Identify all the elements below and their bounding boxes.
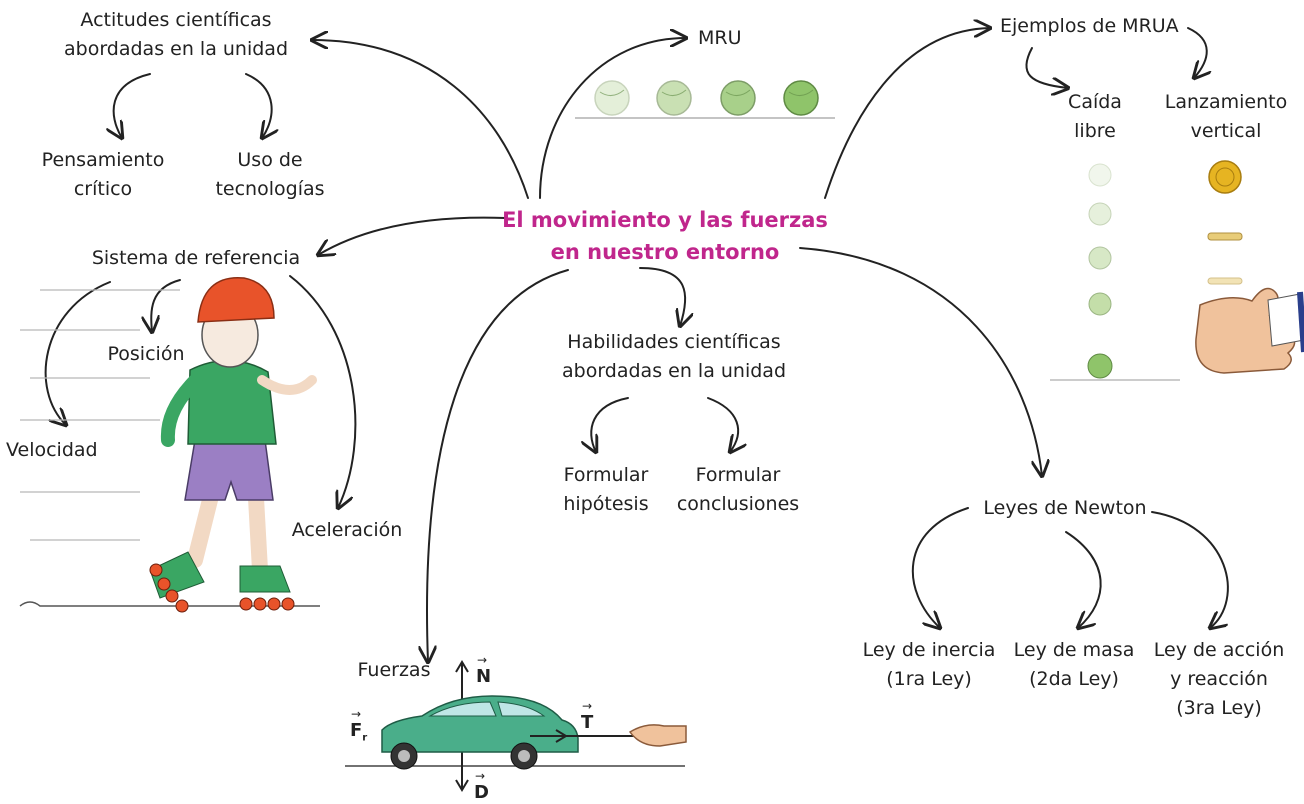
vector-f-subscript: r [362, 732, 368, 744]
actitudes-title-line-1: Actitudes científicas [80, 9, 272, 31]
velocidad-node: Velocidad [6, 439, 98, 461]
arrow-to-mrua [824, 28, 990, 199]
fuerzas-title: Fuerzas [357, 659, 431, 681]
arrow-to-aceleracion [289, 275, 357, 508]
habilidades-title-line-1: Habilidades científicas [567, 331, 781, 353]
pensamiento-line-1: Pensamiento [41, 149, 165, 171]
arrow-to-habilidades [639, 267, 685, 326]
leyes-newton-title: Leyes de Newton [983, 497, 1147, 519]
vector-t-label: T [581, 699, 593, 733]
pensamiento-critico-node: Pensamiento crítico [42, 146, 165, 204]
arrow-to-posicion [151, 279, 181, 332]
caida-libre-balls [1050, 163, 1180, 381]
actitudes-title: Actitudes científicas abordadas en la un… [64, 6, 288, 64]
posicion-node: Posición [107, 343, 185, 365]
caida-libre-node: Caída libre [1068, 88, 1122, 146]
arrow-to-lanzamiento [1187, 27, 1207, 78]
arrow-to-conclusiones [707, 397, 738, 452]
hipotesis-line-1: Formular [563, 464, 649, 486]
arrow-to-sistema [318, 216, 506, 255]
ley-inercia-node: Ley de inercia (1ra Ley) [863, 636, 996, 694]
mrua-title: Ejemplos de MRUA [1000, 15, 1179, 37]
central-concept: El movimiento y las fuerzas en nuestro e… [502, 204, 828, 268]
formular-hipotesis-node: Formular hipótesis [563, 461, 648, 519]
actitudes-title-line-2: abordadas en la unidad [63, 38, 289, 60]
caida-line-2: libre [1074, 120, 1116, 142]
vector-d-label: D [474, 769, 489, 803]
pensamiento-line-2: crítico [73, 178, 133, 200]
arrow-to-tecnologias [245, 73, 272, 138]
sistema-referencia-title: Sistema de referencia [91, 247, 301, 269]
arrow-to-pensamiento [114, 73, 151, 138]
ley2-line-1: Ley de masa [1013, 639, 1135, 661]
arrow-to-ley3 [1151, 511, 1229, 628]
habilidades-title-line-2: abordadas en la unidad [561, 360, 787, 382]
center-line-1: El movimiento y las fuerzas [502, 208, 828, 232]
arrow-to-velocidad [44, 281, 111, 425]
lanzamiento-line-2: vertical [1190, 120, 1262, 142]
arrow-to-hipotesis [591, 397, 629, 452]
center-line-2: en nuestro entorno [550, 240, 780, 264]
ley3-line-2: y reacción [1170, 668, 1268, 690]
ley3-line-1: Ley de acción [1153, 639, 1285, 661]
thumb-hand [1195, 287, 1304, 374]
uso-tecnologias-line-1: Uso de [237, 149, 303, 171]
arrow-to-actitudes [312, 40, 529, 199]
ley-masa-node: Ley de masa (2da Ley) [1014, 636, 1135, 694]
ley1-line-1: Ley de inercia [862, 639, 996, 661]
lanzamiento-vertical-node: Lanzamiento vertical [1165, 88, 1287, 146]
ley2-line-2: (2da Ley) [1029, 668, 1119, 690]
arrow-to-mru [539, 38, 686, 199]
arrow-to-fuerzas [427, 269, 569, 662]
arrow-to-caida [1025, 47, 1068, 88]
vector-f-letter: F [350, 720, 363, 741]
formular-conclusiones-node: Formular conclusiones [677, 461, 799, 519]
vector-n-label: N [476, 653, 491, 687]
mru-node: MRU [698, 27, 742, 49]
ley3-line-3: (3ra Ley) [1176, 697, 1262, 719]
uso-tecnologias-line-2: tecnologías [215, 178, 325, 200]
arrow-to-ley2 [1065, 531, 1102, 628]
arrow-to-newton [799, 247, 1042, 476]
lanzamiento-line-1: Lanzamiento [1164, 91, 1288, 113]
habilidades-title: Habilidades científicas abordadas en la … [562, 328, 786, 386]
skater-figure [19, 276, 320, 613]
lanzamiento-vertical-coins [1207, 160, 1243, 285]
uso-tecnologias-node: Uso de tecnologías [215, 146, 324, 204]
arrow-to-ley1 [911, 507, 969, 628]
ley1-line-2: (1ra Ley) [886, 668, 972, 690]
car-forces-scene [345, 660, 687, 792]
hipotesis-line-2: hipótesis [563, 493, 649, 515]
vector-fr-label: Fr [350, 707, 368, 744]
aceleracion-node: Aceleración [291, 519, 403, 541]
mru-tennis-balls [575, 80, 835, 119]
conclusiones-line-1: Formular [695, 464, 781, 486]
ley-accion-reaccion-node: Ley de acción y reacción (3ra Ley) [1154, 636, 1285, 723]
conclusiones-line-2: conclusiones [676, 493, 800, 515]
caida-line-1: Caída [1068, 91, 1122, 113]
